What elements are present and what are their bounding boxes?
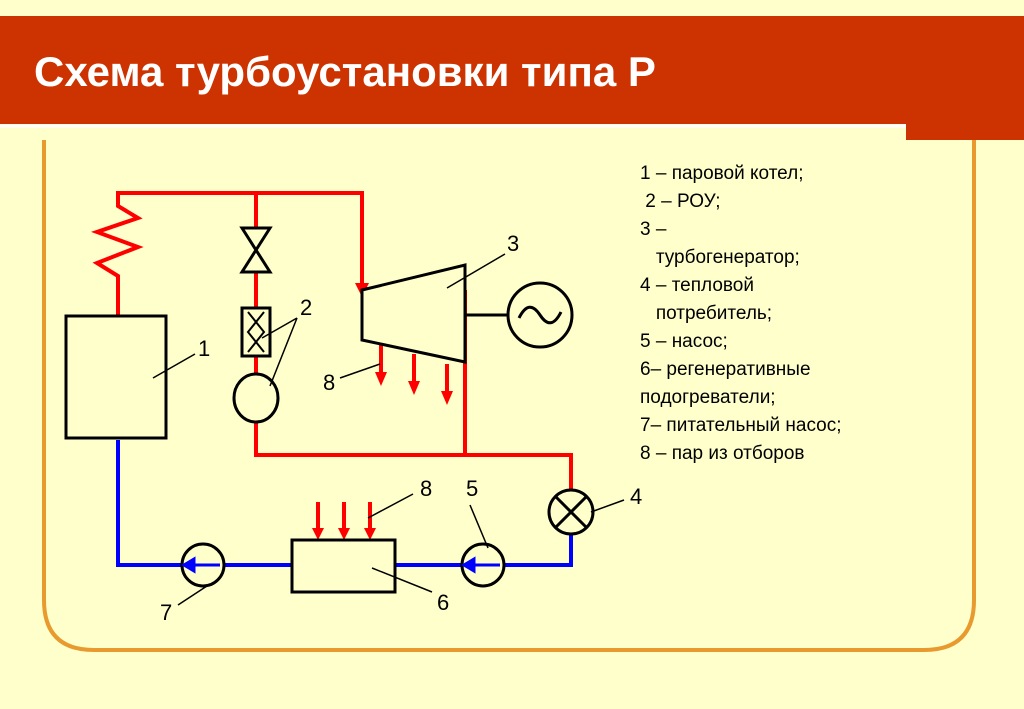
regenerative-heater [290, 538, 397, 594]
water-lines [116, 440, 573, 567]
label-rou: 2 [300, 295, 312, 320]
page-title: Схема турбоустановки типа Р [34, 48, 656, 95]
label-pump: 5 [466, 476, 478, 501]
legend-item: турбогенератор; [640, 247, 800, 268]
legend-item: 6– регенеративные [640, 359, 811, 380]
steam-arrowheads [312, 283, 453, 540]
rou-cooler [240, 306, 272, 358]
legend: 1 – паровой котел; 2 – РОУ; 3 – турбоген… [640, 160, 960, 468]
legend-item: 8 – пар из отборов [640, 443, 805, 464]
slide-frame [42, 140, 976, 652]
label-heater: 6 [437, 590, 449, 615]
legend-item: потребитель; [640, 303, 773, 324]
rou-ellipse [232, 372, 280, 424]
legend-item: 1 – паровой котел; [640, 163, 804, 184]
label-heat-consumer: 4 [630, 484, 642, 509]
pump-arrows [181, 556, 500, 574]
steam-lines [91, 191, 573, 530]
legend-item: подогреватели; [640, 387, 776, 408]
turbine [360, 263, 467, 364]
label-boiler: 1 [198, 336, 210, 361]
legend-item: 3 – [640, 219, 667, 240]
label-turbogenerator: 3 [507, 231, 519, 256]
rou-valve-icon [239, 226, 273, 274]
equipment [64, 226, 595, 594]
label-extraction-heater: 8 [420, 476, 432, 501]
label-extraction-turbine: 8 [323, 370, 335, 395]
legend-item: 5 – насос; [640, 331, 728, 352]
legend-item: 7– питательный насос; [640, 415, 842, 436]
boiler [64, 314, 168, 440]
header-swoosh [906, 18, 1024, 140]
header-banner [0, 16, 1024, 140]
label-feed-pump: 7 [160, 600, 172, 625]
leader-lines [152, 253, 625, 606]
legend-item: 2 – РОУ; [640, 191, 721, 212]
legend-item: 4 – тепловой [640, 275, 754, 296]
